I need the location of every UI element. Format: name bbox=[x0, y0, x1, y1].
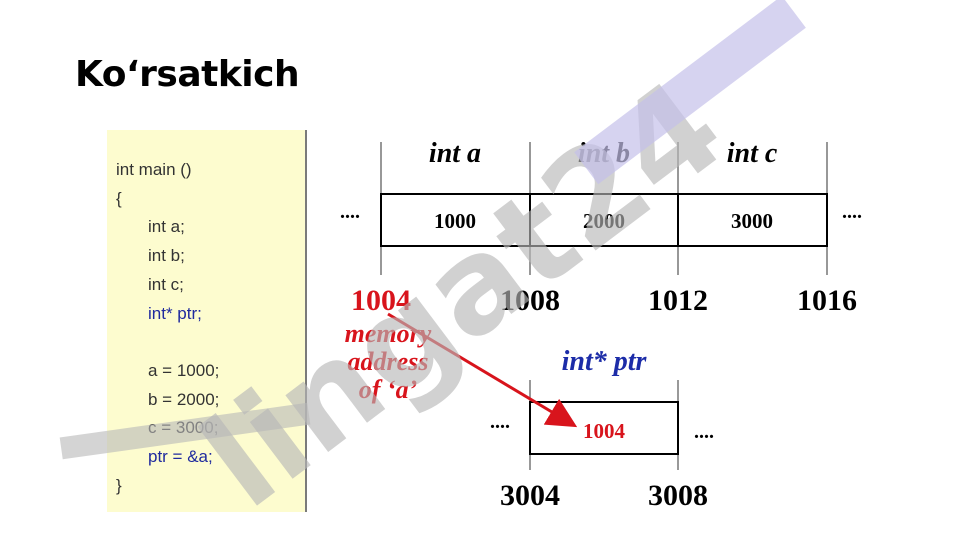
code-line: { bbox=[116, 188, 122, 208]
address-1016: 1016 bbox=[797, 284, 857, 317]
dots-left: .... bbox=[490, 411, 510, 433]
code-line: int c; bbox=[148, 274, 184, 294]
address-1004: 1004 bbox=[351, 284, 411, 317]
address-3004: 3004 bbox=[500, 479, 560, 512]
code-line: a = 1000; bbox=[148, 360, 220, 380]
address-1012: 1012 bbox=[648, 284, 708, 317]
pointer-value: 1004 bbox=[583, 419, 626, 443]
dots-left: .... bbox=[340, 201, 360, 223]
memory-block: int a int b int c 1000 2000 3000 .... ..… bbox=[340, 138, 862, 317]
code-line: int main () bbox=[116, 160, 192, 179]
cell-value-c: 3000 bbox=[731, 209, 773, 233]
dots-right: .... bbox=[842, 201, 862, 223]
var-label-c: int c bbox=[727, 138, 778, 169]
memory-cell-a bbox=[380, 193, 531, 247]
dots-right: .... bbox=[694, 421, 714, 443]
code-line: int* ptr; bbox=[148, 303, 202, 323]
code-line: } bbox=[116, 475, 122, 495]
address-annotation: memory address of ‘a’ bbox=[345, 319, 432, 404]
pointer-block: int* ptr 1004 .... .... 3004 3008 bbox=[490, 346, 714, 512]
slide-title: Ko‘rsatkich bbox=[75, 54, 300, 95]
code-line: int a; bbox=[148, 217, 185, 237]
address-1008: 1008 bbox=[500, 284, 560, 317]
cell-value-b: 2000 bbox=[583, 209, 625, 233]
pointer-label: int* ptr bbox=[562, 346, 648, 377]
memory-cell-c bbox=[677, 193, 828, 247]
annotation-line-1: memory bbox=[345, 319, 432, 348]
memory-cell-b bbox=[529, 193, 679, 247]
address-3008: 3008 bbox=[648, 479, 708, 512]
code-line: int b; bbox=[148, 246, 185, 266]
var-label-b: int b bbox=[578, 138, 630, 169]
annotation-line-2: address bbox=[348, 347, 429, 376]
cell-value-a: 1000 bbox=[434, 209, 476, 233]
annotation-line-3: of ‘a’ bbox=[359, 375, 417, 404]
pointer-arrow bbox=[387, 312, 578, 428]
var-label-a: int a bbox=[429, 138, 481, 169]
